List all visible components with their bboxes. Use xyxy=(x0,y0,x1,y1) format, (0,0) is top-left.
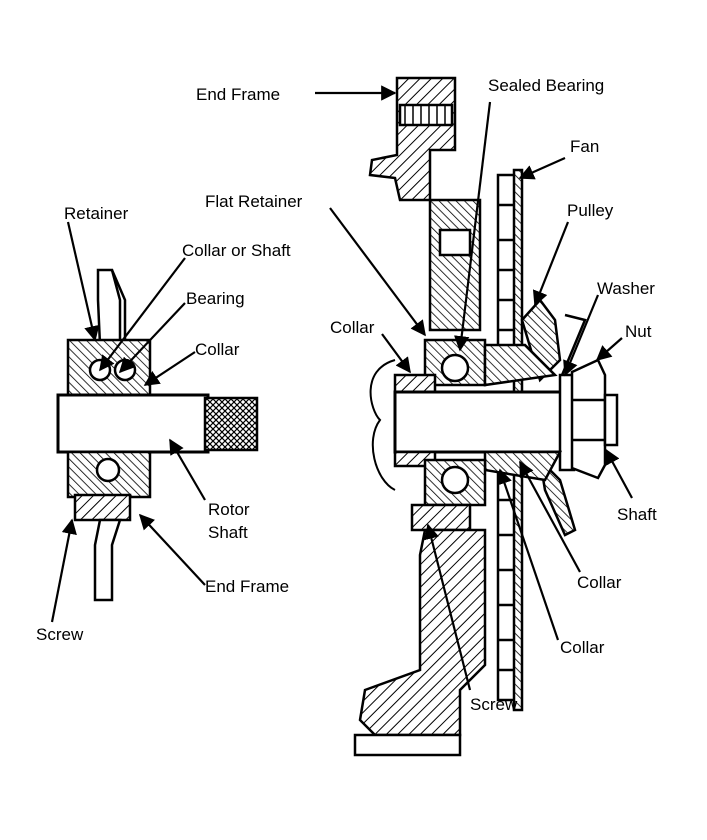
nut xyxy=(570,358,607,480)
label-nut: Nut xyxy=(625,322,652,341)
pulley-lower xyxy=(538,456,577,537)
label-pulley: Pulley xyxy=(567,201,614,220)
label-collar-or-shaft: Collar or Shaft xyxy=(182,241,291,260)
label-shaft-right: Shaft xyxy=(617,505,657,524)
label-flat-retainer: Flat Retainer xyxy=(205,192,303,211)
label-end-frame-top: End Frame xyxy=(196,85,280,104)
label-sealed-bearing: Sealed Bearing xyxy=(488,76,604,95)
label-collar-low: Collar xyxy=(560,638,605,657)
right-end-frame-bottom xyxy=(358,528,487,737)
label-screw-left: Screw xyxy=(36,625,84,644)
right-end-frame-top xyxy=(368,76,457,202)
label-collar-left: Collar xyxy=(195,340,240,359)
collar-upper-left xyxy=(393,373,437,395)
left-shaft-knurl xyxy=(203,396,259,452)
label-fan: Fan xyxy=(570,137,599,156)
right-shaft xyxy=(393,390,577,454)
left-end-frame-lower xyxy=(93,518,122,602)
left-rotor-shaft xyxy=(56,393,210,454)
leader-lines xyxy=(50,85,633,691)
label-end-frame-bottom: End Frame xyxy=(205,577,289,596)
left-screw-block xyxy=(73,493,132,522)
right-screw xyxy=(410,503,472,532)
label-rotor: Rotor xyxy=(208,500,250,519)
left-assembly xyxy=(56,268,259,602)
labels: End Frame Sealed Bearing Fan Flat Retain… xyxy=(36,76,657,714)
label-retainer: Retainer xyxy=(64,204,129,223)
label-shaft-left: Shaft xyxy=(208,523,248,542)
label-washer: Washer xyxy=(597,279,655,298)
label-bearing: Bearing xyxy=(186,289,245,308)
label-screw-right: Screw xyxy=(470,695,518,714)
label-collar-upper-right: Collar xyxy=(330,318,375,337)
label-collar-mid: Collar xyxy=(577,573,622,592)
